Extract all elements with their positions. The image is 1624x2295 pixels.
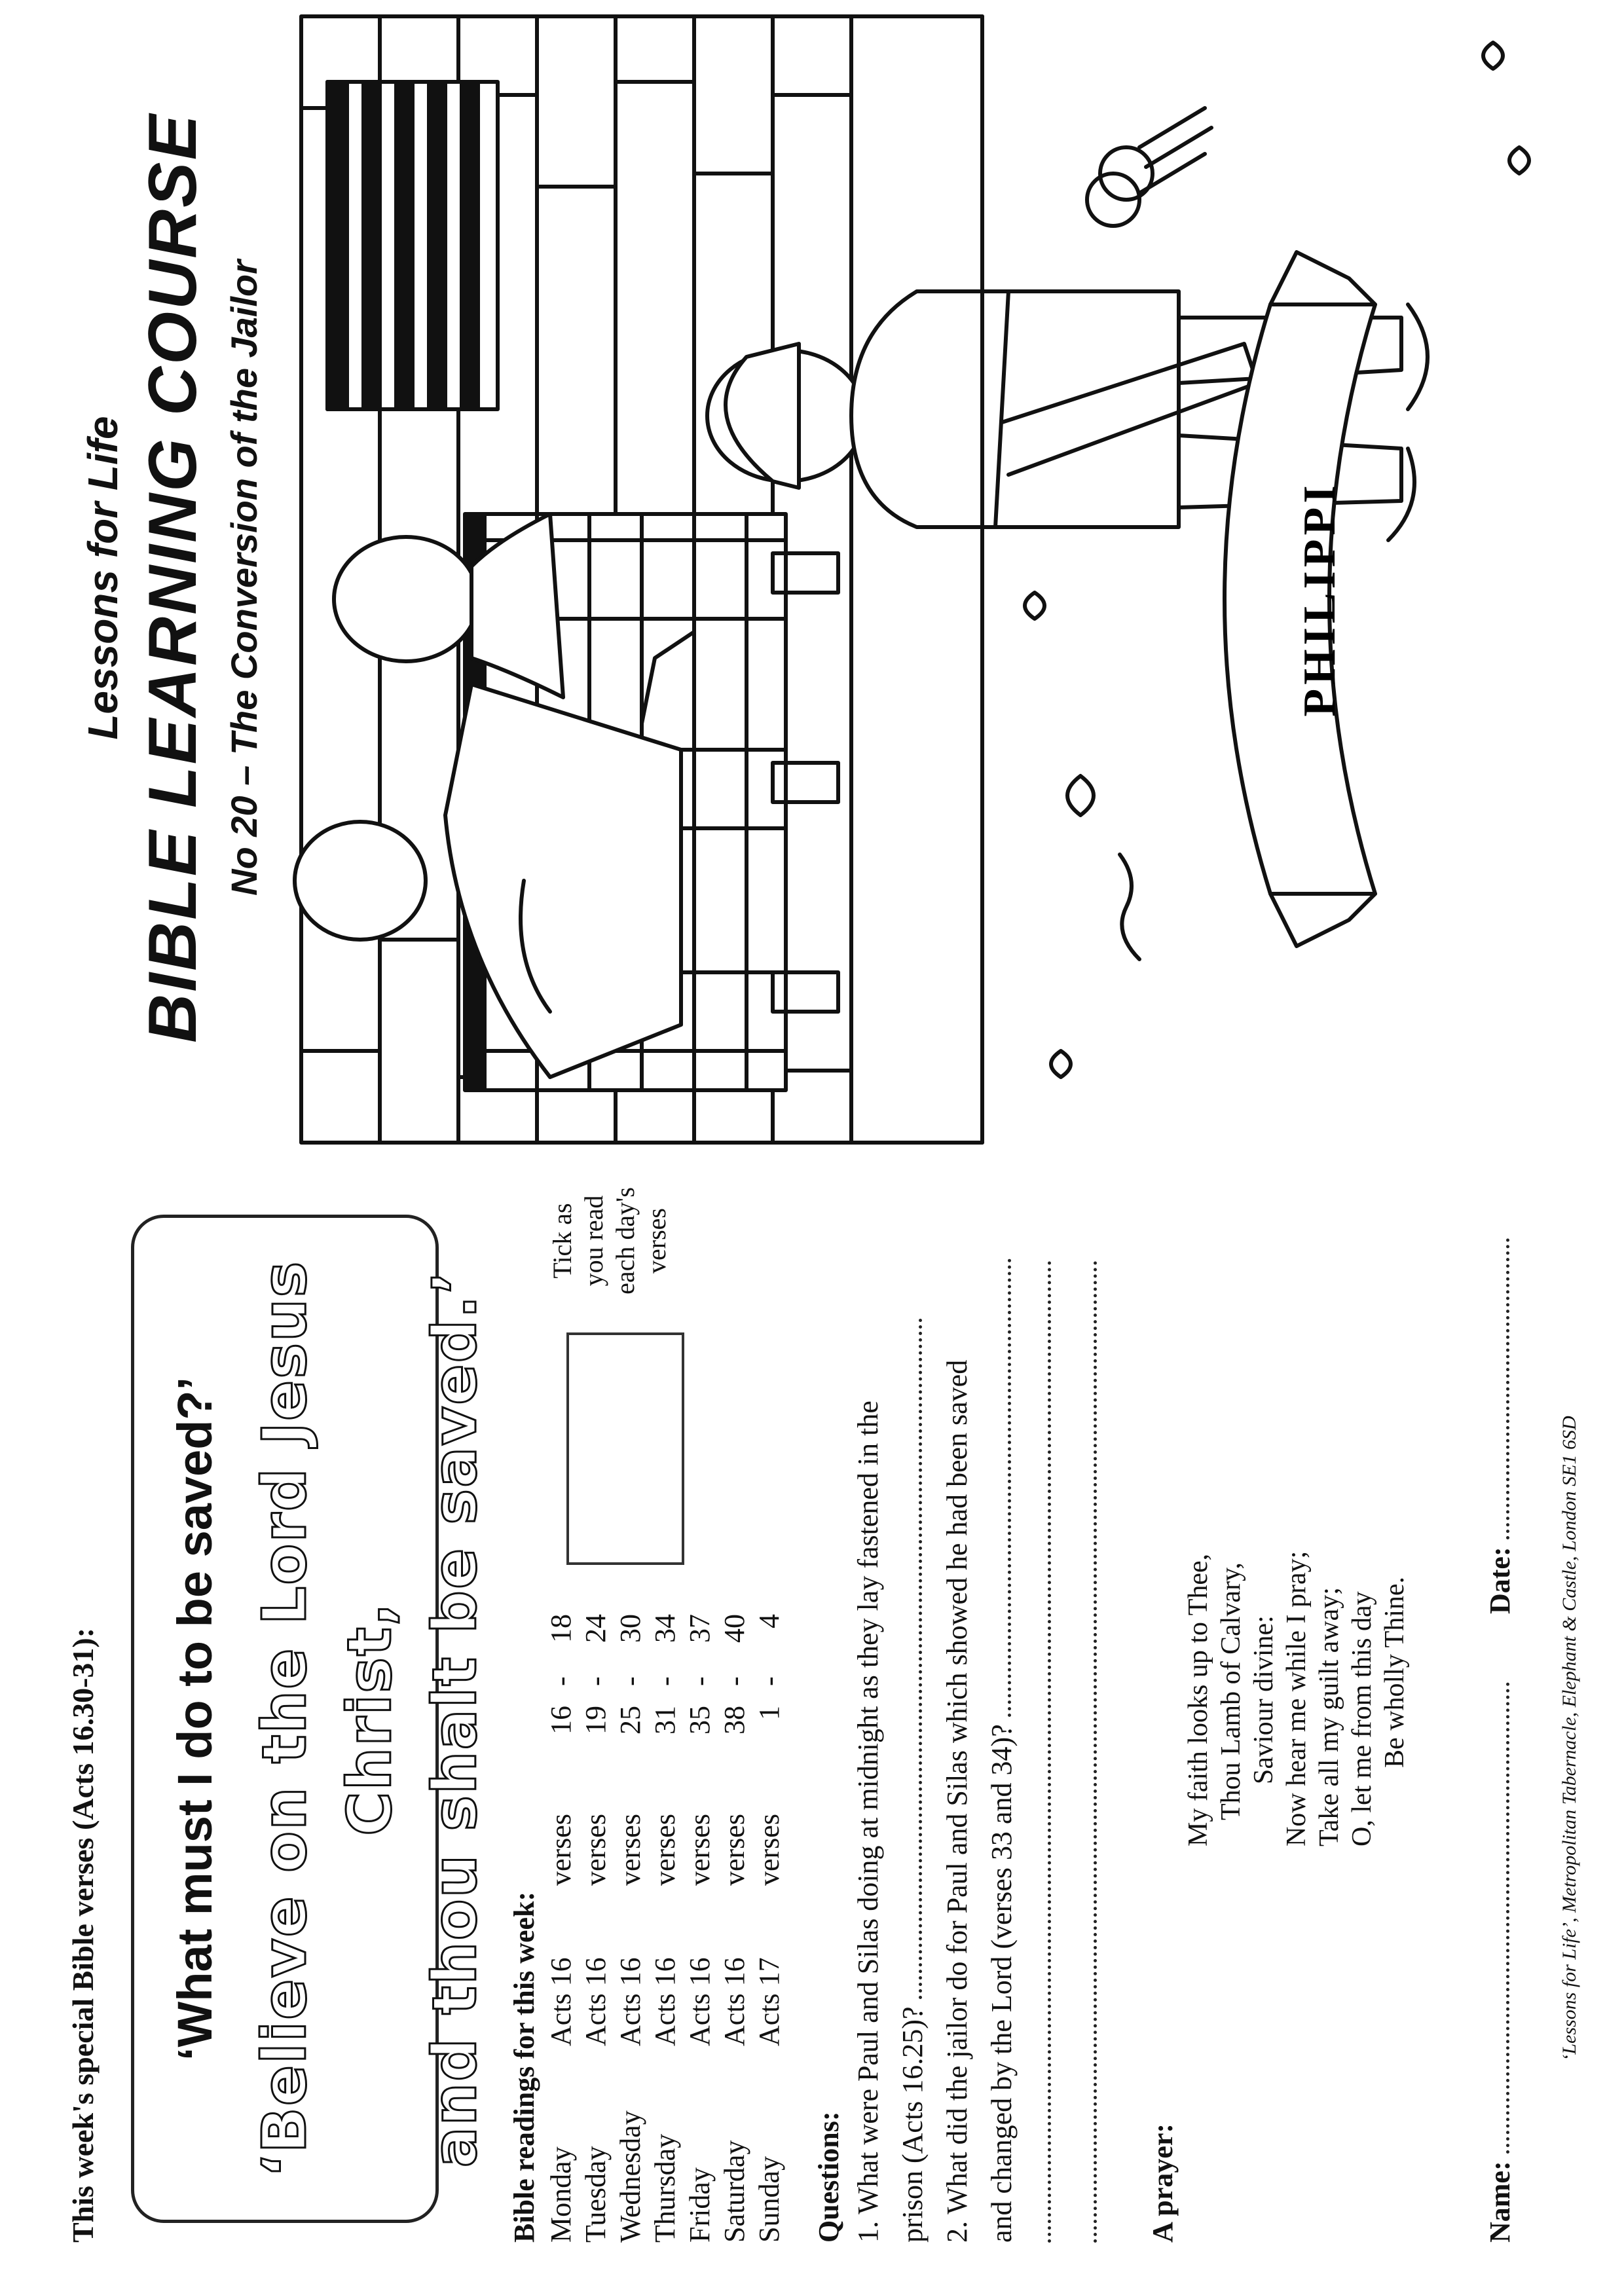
reading-book: Acts 16	[684, 1957, 716, 2046]
reading-verses-label: verses	[753, 1814, 785, 1886]
date-input-line[interactable]	[1486, 1238, 1509, 1540]
memory-verse-box: ‘What must I do to be saved?’ ‘Believe o…	[131, 1215, 491, 2223]
readings-title: Bible readings for this week:	[508, 1891, 540, 2243]
cover-panel: Lessons for Life BIBLE LEARNING COURSE N…	[79, 14, 1531, 1145]
reading-day: Tuesday	[580, 2146, 612, 2243]
reading-from: 1	[753, 1706, 785, 1720]
reading-book: Acts 16	[545, 1957, 577, 2046]
reading-from: 16	[545, 1706, 577, 1735]
intro-heading: This week's special Bible verses (Acts 1…	[66, 1627, 100, 2243]
reading-day: Thursday	[649, 2133, 681, 2243]
reading-dash: -	[545, 1676, 577, 1686]
name-input-line[interactable]	[1486, 1682, 1509, 2154]
reading-day: Sunday	[753, 2156, 785, 2243]
reading-to: 18	[545, 1614, 577, 1643]
reading-from: 38	[718, 1706, 750, 1735]
reading-day: Friday	[684, 2167, 716, 2243]
prayer-line: Thou Lamb of Calvary,	[1216, 1562, 1246, 1820]
reading-book: Acts 16	[718, 1957, 750, 2046]
barred-window	[325, 80, 500, 411]
reading-dash: -	[684, 1676, 716, 1686]
ground	[980, 14, 1531, 1145]
cover-subtitle: No 20 – The Conversion of the Jailor	[223, 260, 265, 896]
date-label: Date:	[1484, 1547, 1516, 1614]
reading-verses-label: verses	[684, 1814, 716, 1886]
name-label: Name:	[1484, 2161, 1516, 2243]
reading-to: 34	[649, 1614, 681, 1643]
reading-day: Saturday	[718, 2140, 750, 2243]
philippi-banner	[1223, 250, 1377, 948]
answer-1-line[interactable]	[899, 1318, 922, 2000]
footer-credit: ‘Lessons for Life’, Metropolitan Taberna…	[1559, 1416, 1580, 2061]
cover-illustration: PHILIPPI	[293, 14, 1531, 1145]
tick-note: Tick as you read each day's verses	[547, 1175, 673, 1306]
verse-question: ‘What must I do to be saved?’	[168, 1376, 222, 2061]
prayer-line: Take all my guilt away;	[1314, 1587, 1344, 1846]
verse-answer-line: ‘Believe on the Lord Jesus Christ,	[249, 1259, 406, 2178]
question-2-continued: and changed by the Lord (verses 33 and 3…	[985, 1258, 1018, 2243]
reading-to: 24	[580, 1614, 612, 1643]
reading-dash: -	[614, 1676, 646, 1686]
prayer-line: Saviour divine:	[1249, 1615, 1279, 1784]
tick-note-line: Tick as	[547, 1203, 577, 1279]
reading-dash: -	[580, 1676, 612, 1686]
reading-from: 35	[684, 1706, 716, 1735]
reading-to: 40	[718, 1614, 750, 1643]
question-2-text: 2. What did the jailor do for Paul and S…	[941, 1359, 973, 2243]
worksheet-panel: This week's special Bible verses (Acts 1…	[0, 1182, 1624, 2295]
reading-from: 25	[614, 1706, 646, 1735]
cover-title: BIBLE LEARNING COURSE	[135, 113, 211, 1043]
reading-to: 4	[753, 1614, 785, 1628]
banner-text: PHILIPPI	[1295, 481, 1345, 716]
tick-note-line: you read	[579, 1195, 608, 1287]
reading-to: 37	[684, 1614, 716, 1643]
tick-note-line: each day's	[610, 1187, 640, 1294]
prisoners	[293, 512, 696, 1079]
verse-answer-line: and thou shalt be saved.’	[419, 1269, 491, 2169]
reading-dash: -	[718, 1676, 750, 1686]
verse-answer: ‘Believe on the Lord Jesus Christ, and t…	[242, 1231, 498, 2207]
answer-2-line[interactable]	[1048, 1260, 1051, 2243]
reading-dash: -	[753, 1676, 785, 1686]
prayer-line: O, let me from this day	[1347, 1591, 1377, 1846]
question-1-text: prison (Acts 16.25)?	[896, 2006, 929, 2243]
prayer-line: My faith looks up to Thee,	[1183, 1553, 1213, 1846]
reading-book: Acts 16	[614, 1957, 646, 2046]
reading-from: 19	[580, 1706, 612, 1735]
name-field: Name:	[1483, 1682, 1517, 2243]
prayer-text: My faith looks up to Thee, Thou Lamb of …	[1182, 1551, 1411, 1846]
tick-box[interactable]	[566, 1332, 684, 1565]
question-1-text: 1. What were Paul and Silas doing at mid…	[852, 1401, 884, 2243]
prayer-line: Now hear me while I pray;	[1282, 1551, 1312, 1846]
reading-to: 30	[614, 1614, 646, 1643]
question-2-text: and changed by the Lord (verses 33 and 3…	[986, 1724, 1018, 2243]
answer-2-line[interactable]	[988, 1258, 1011, 1717]
reading-verses-label: verses	[545, 1814, 577, 1886]
reading-dash: -	[649, 1676, 681, 1686]
question-1-continued: prison (Acts 16.25)?	[896, 1318, 929, 2243]
answer-2-line[interactable]	[1094, 1260, 1097, 2243]
prayer-title: A prayer:	[1147, 2123, 1179, 2243]
reading-verses-label: verses	[718, 1814, 750, 1886]
cover-series: Lessons for Life	[79, 416, 126, 740]
reading-verses-label: verses	[614, 1814, 646, 1886]
reading-day: Wednesday	[614, 2110, 646, 2243]
reading-book: Acts 16	[580, 1957, 612, 2046]
tick-note-line: verses	[642, 1208, 671, 1274]
reading-day: Monday	[545, 2146, 577, 2243]
prayer-line: Be wholly Thine.	[1380, 1576, 1410, 1768]
reading-from: 31	[649, 1706, 681, 1735]
reading-verses-label: verses	[649, 1814, 681, 1886]
reading-verses-label: verses	[580, 1814, 612, 1886]
jailor-figure	[705, 106, 1430, 542]
reading-book: Acts 16	[649, 1957, 681, 2046]
date-field: Date:	[1483, 1238, 1517, 1614]
reading-book: Acts 17	[753, 1957, 785, 2046]
questions-title: Questions:	[813, 2111, 845, 2243]
